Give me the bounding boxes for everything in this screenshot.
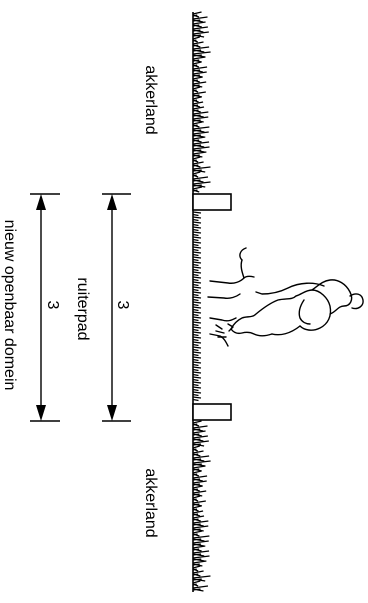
label-bridle-path: ruiterpad — [74, 277, 91, 340]
label-public-domain: nieuw openbaar domein — [1, 220, 18, 391]
grass-bottom — [192, 420, 211, 592]
path-edge-bottom — [192, 403, 232, 421]
dimension-value-public-domain: 3 — [44, 301, 61, 310]
dimension-bridle-path — [102, 193, 131, 422]
label-field-top: akkerland — [142, 65, 159, 134]
dimension-value-bridle-path: 3 — [114, 301, 131, 310]
path-surface-hatch — [192, 211, 202, 402]
path-edge-top — [192, 193, 232, 211]
label-field-bottom: akkerland — [142, 468, 159, 537]
horse-rider-icon — [207, 247, 364, 347]
grass-top — [192, 11, 211, 193]
dimension-public-domain — [30, 193, 60, 422]
